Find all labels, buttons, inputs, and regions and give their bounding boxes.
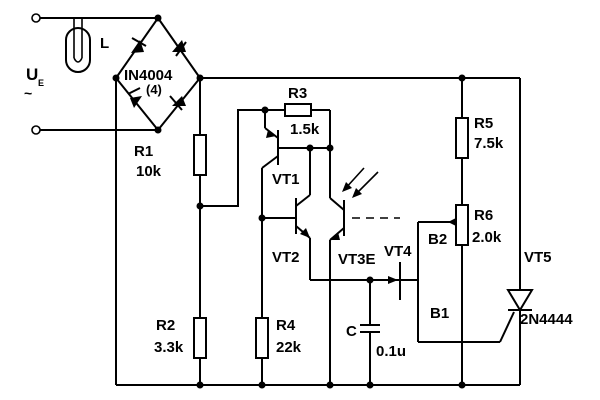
phototransistor-vt3e — [329, 167, 400, 241]
resistor-r3 — [284, 103, 312, 117]
bridge-rectifier — [114, 16, 202, 132]
label-cap-name: C — [346, 323, 357, 340]
label-vt5: VT5 — [524, 249, 552, 266]
label-r2-name: R2 — [156, 317, 175, 334]
ac-input — [31, 13, 158, 135]
transistor-vt2 — [262, 194, 311, 239]
label-ue-main: U — [26, 65, 38, 84]
label-r5-name: R5 — [474, 115, 493, 132]
label-bridge-part: IN4004 — [124, 67, 173, 84]
label-r1-name: R1 — [134, 143, 153, 160]
label-r3-name: R3 — [288, 85, 307, 102]
resistor-r2 — [193, 317, 207, 359]
label-r4-name: R4 — [276, 317, 296, 334]
label-b1: B1 — [430, 305, 449, 322]
diode-top-right — [172, 40, 187, 57]
diode-bottom-left — [127, 87, 142, 108]
label-vt2: VT2 — [272, 249, 300, 266]
label-r6-name: R6 — [474, 207, 493, 224]
label-r6-value: 2.0k — [472, 229, 502, 246]
transistor-vt1 — [261, 127, 310, 169]
label-ue-sub: E — [38, 78, 44, 88]
label-ue-tilde: ~ — [24, 85, 32, 101]
label-lamp: L — [100, 35, 109, 52]
label-r2-value: 3.3k — [154, 339, 184, 356]
resistor-r5 — [455, 117, 469, 159]
label-vt5-part: 2N4444 — [520, 311, 573, 328]
label-r1-value: 10k — [136, 163, 162, 180]
diode-top-left — [131, 37, 147, 53]
label-vt1: VT1 — [272, 171, 300, 188]
resistor-r1 — [193, 134, 207, 176]
potentiometer-r6 — [455, 204, 469, 246]
input-terminal-top — [31, 13, 41, 23]
label-vt3e: VT3E — [338, 251, 376, 268]
label-cap-value: 0.1u — [376, 343, 406, 360]
label-r5-value: 7.5k — [474, 135, 504, 152]
lamp-l — [65, 18, 91, 73]
label-r4-value: 22k — [276, 339, 302, 356]
label-vt4: VT4 — [384, 243, 412, 260]
resistor-r4 — [255, 317, 269, 359]
label-r3-value: 1.5k — [290, 121, 320, 138]
label-bridge-count: (4) — [146, 82, 162, 97]
diode-bottom-right — [169, 95, 186, 111]
scr-vt5 — [506, 289, 534, 312]
label-b2: B2 — [428, 231, 447, 248]
capacitor-c — [360, 280, 380, 385]
ujt-vt4 — [388, 262, 419, 300]
input-terminal-bottom — [31, 125, 41, 135]
